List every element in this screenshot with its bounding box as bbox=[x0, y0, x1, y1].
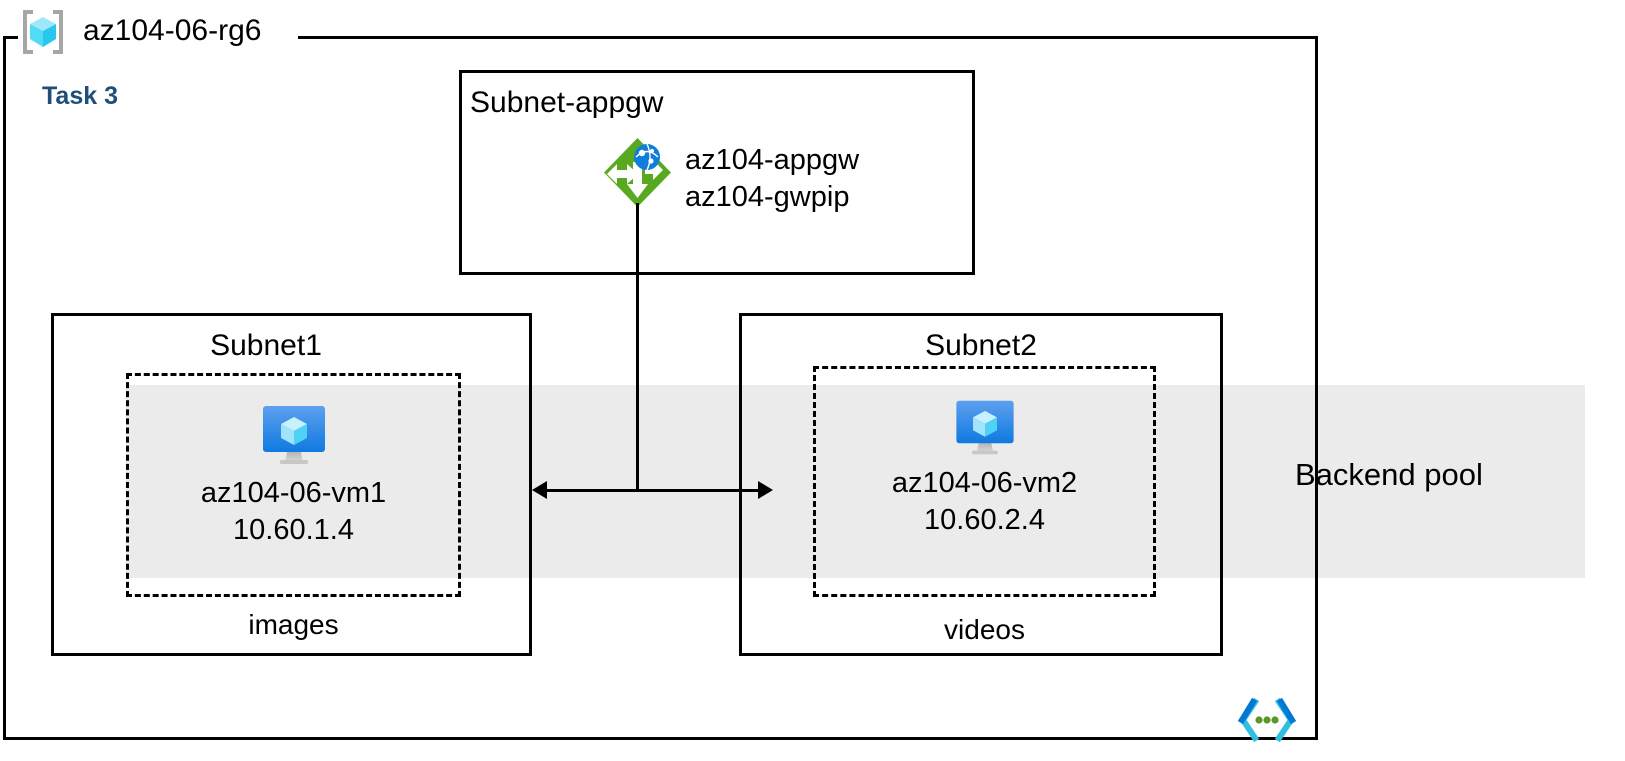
subnet-link-connector bbox=[545, 489, 760, 492]
code-brackets-icon bbox=[1237, 697, 1297, 743]
subnet-appgw-title: Subnet-appgw bbox=[470, 86, 664, 119]
virtual-machine-icon bbox=[955, 400, 1014, 455]
subnet1-tier-caption: images bbox=[248, 609, 339, 640]
connector-arrow-left-icon bbox=[532, 481, 547, 499]
vm2-ip-address: 10.60.2.4 bbox=[924, 504, 1045, 536]
subnet2-tier-caption: videos bbox=[944, 614, 1025, 645]
resource-group-name: az104-06-rg6 bbox=[83, 14, 262, 47]
backend-pool-label: Backend pool bbox=[1295, 457, 1483, 492]
subnet2-title: Subnet2 bbox=[925, 329, 1037, 362]
vm1-name: az104-06-vm1 bbox=[200, 477, 387, 509]
appgw-resource-name: az104-appgw bbox=[685, 144, 860, 176]
subnet2-vm-group-box bbox=[813, 366, 1156, 597]
subnet-appgw-box bbox=[459, 70, 975, 275]
application-gateway-icon bbox=[601, 136, 674, 209]
vm2-block: az104-06-vm2 10.60.2.4 bbox=[813, 395, 1156, 539]
subnet1-box bbox=[51, 313, 532, 656]
page-title: Task 3 bbox=[42, 82, 118, 110]
gateway-to-backend-connector bbox=[636, 203, 639, 492]
connector-arrow-right-icon bbox=[758, 481, 773, 499]
virtual-machine-icon bbox=[262, 406, 325, 464]
backend-pool-band bbox=[126, 385, 1585, 578]
appgw-resource-labels: az104-appgw az104-gwpip bbox=[685, 142, 859, 216]
resource-group-container bbox=[3, 36, 1318, 740]
vm1-block: az104-06-vm1 10.60.1.4 bbox=[126, 400, 461, 549]
resource-group-border-right-segment bbox=[298, 36, 1318, 39]
subnet1-vm-group-box bbox=[126, 373, 461, 597]
subnet1-title: Subnet1 bbox=[210, 329, 322, 362]
subnet2-box bbox=[739, 313, 1223, 656]
resource-group-border-left-segment bbox=[3, 36, 18, 39]
vm1-ip-address: 10.60.1.4 bbox=[233, 514, 354, 546]
resource-group-cube-icon bbox=[19, 8, 67, 56]
gwpip-resource-name: az104-gwpip bbox=[685, 181, 850, 213]
vm2-name: az104-06-vm2 bbox=[891, 467, 1078, 499]
